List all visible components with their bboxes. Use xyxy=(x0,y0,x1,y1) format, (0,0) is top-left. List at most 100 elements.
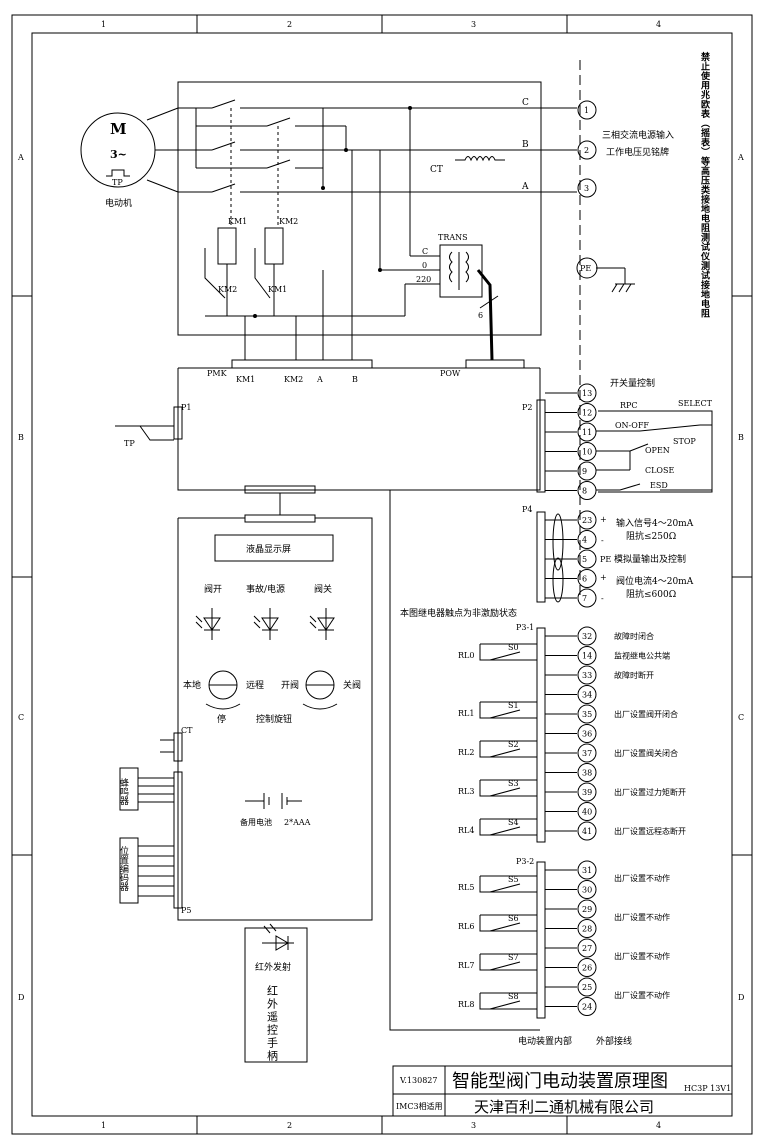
p3-pin-number: 27 xyxy=(582,944,592,953)
pmk-label: PMK xyxy=(207,369,228,378)
relay-contact xyxy=(479,953,537,971)
relay-label: RL5 xyxy=(458,883,474,892)
p3-terminal xyxy=(577,763,597,782)
phase-c: C xyxy=(522,98,529,108)
outer-border xyxy=(11,14,753,1135)
p3-pin-desc: 出厂设置不动作 xyxy=(614,990,670,1000)
grid-ticks xyxy=(12,15,752,1134)
battery-spec: 2*AAA xyxy=(284,818,311,827)
knob-remote: 远程 xyxy=(246,680,264,691)
pmk-pin: A xyxy=(316,375,323,384)
relay-label: RL4 xyxy=(458,826,474,835)
p3-pin-desc: 出厂设置不动作 xyxy=(614,873,670,883)
p2-open: OPEN xyxy=(645,446,670,455)
phase-b: B xyxy=(522,140,529,150)
p4-in1: 输入信号4～20mA xyxy=(616,517,694,529)
p3-pin-number: 26 xyxy=(582,964,592,973)
relay-contact xyxy=(479,779,537,797)
trans-tap: 220 xyxy=(416,275,431,284)
switch-label: S2 xyxy=(508,740,519,749)
p3-pin-number: 32 xyxy=(582,632,592,641)
p4-plus: + xyxy=(600,573,607,582)
km1-coil: KM1 xyxy=(228,217,247,226)
relay-contact xyxy=(479,875,537,893)
p3-terminal xyxy=(577,860,597,880)
p2-pin-number: 8 xyxy=(582,487,587,496)
p1-tp: TP xyxy=(124,439,135,448)
p3-pin-desc: 监视继电公共端 xyxy=(614,651,670,661)
transformer xyxy=(439,244,483,298)
km1-contact: KM1 xyxy=(268,285,287,294)
power-lines xyxy=(178,60,581,600)
col-number: 1 xyxy=(101,1121,106,1130)
row-letter: C xyxy=(738,713,744,722)
p3-pin-number: 38 xyxy=(582,769,592,778)
pe-terminal: PE xyxy=(580,264,591,273)
buzzer-label: 蜂鸣器 xyxy=(118,777,129,805)
p2-close: CLOSE xyxy=(645,466,674,475)
switch-label: S6 xyxy=(508,914,519,923)
drawing-code: HC3P 13V1 xyxy=(684,1084,731,1093)
phase-a: A xyxy=(521,182,529,192)
row-letter: B xyxy=(18,433,24,442)
p3-terminal xyxy=(577,919,597,938)
col-number: 4 xyxy=(656,20,661,29)
relay-note: 本图继电器触点为非激励状态 xyxy=(400,607,517,619)
p3-terminal xyxy=(577,899,597,919)
pmk-pin: KM2 xyxy=(284,375,303,384)
p3-terminal xyxy=(577,880,597,899)
p3-pin-number: 33 xyxy=(582,671,592,680)
lcd-label: 液晶显示屏 xyxy=(246,543,291,555)
p4-terminal xyxy=(577,530,597,549)
led-icon xyxy=(195,608,221,640)
p3-terminal xyxy=(577,704,597,724)
p3-terminal xyxy=(577,821,597,841)
p3-pin-number: 29 xyxy=(582,905,592,914)
led-icon xyxy=(309,608,335,640)
p4-pin-number: 6 xyxy=(582,575,587,584)
row-letter: D xyxy=(18,993,24,1002)
version: V.130827 xyxy=(399,1076,437,1085)
switch-label: S0 xyxy=(508,643,519,652)
p3-terminal xyxy=(577,685,597,704)
p4-label: P4 xyxy=(522,505,532,514)
trans-tap: C xyxy=(422,247,428,256)
p3-pin-desc: 故障时闭合 xyxy=(614,631,654,641)
fuse-label: 6 xyxy=(478,311,483,320)
row-letter: B xyxy=(738,433,744,442)
relay-contact xyxy=(479,701,537,719)
col-number: 4 xyxy=(656,1121,661,1130)
p4-pin-number: 5 xyxy=(582,555,587,564)
buzzer-module xyxy=(119,767,139,811)
p3-1-label: P3-1 xyxy=(516,623,534,632)
lcd-display xyxy=(214,534,334,562)
p2-onoff: ON-OFF xyxy=(615,421,649,430)
p2-terminal xyxy=(577,383,597,403)
relay-label: RL7 xyxy=(458,961,474,970)
relay-contact xyxy=(479,914,537,932)
p2-terminal xyxy=(577,403,597,422)
led-label: 阀关 xyxy=(314,583,332,595)
p2-pin-number: 11 xyxy=(582,428,592,437)
relay-label: RL3 xyxy=(458,787,474,796)
power-terminal: 3 xyxy=(584,184,589,193)
p3-pin-number: 39 xyxy=(582,788,592,797)
p4-out1: 阀位电流4～20mA xyxy=(616,575,694,587)
p3-terminal xyxy=(577,977,597,997)
p3-terminal xyxy=(577,743,597,763)
relay-label: RL8 xyxy=(458,1000,474,1009)
row-letter: A xyxy=(737,153,744,162)
p2-pin-number: 10 xyxy=(582,448,592,457)
p2-rpc: RPC xyxy=(620,401,638,410)
inside-label: 电动装置内部 xyxy=(518,1035,572,1047)
p3-pin-number: 41 xyxy=(582,827,592,836)
motor-letter: M xyxy=(110,120,127,138)
switch-label: S7 xyxy=(508,953,519,962)
trans-tap: 0 xyxy=(422,261,427,270)
relay-label: RL6 xyxy=(458,922,474,931)
relay-contact xyxy=(479,818,537,836)
p3-pin-number: 30 xyxy=(582,886,592,895)
ct-label: CT xyxy=(430,165,443,175)
p4-pin-number: 4 xyxy=(582,536,587,545)
